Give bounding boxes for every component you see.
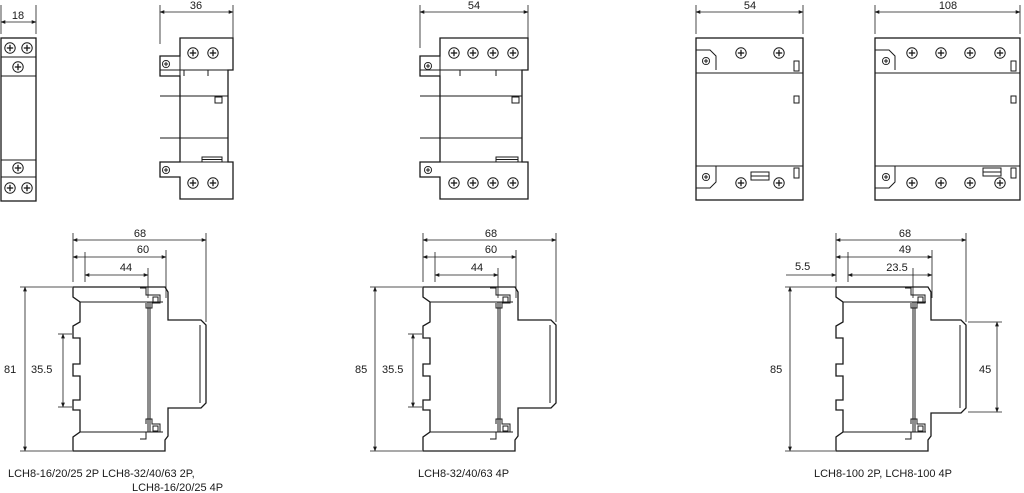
- front-view-36mm: 36: [159, 0, 234, 200]
- dim-45-3: 45: [979, 364, 991, 376]
- dim-68-2: 68: [485, 228, 497, 240]
- front-view-108mm: 108: [874, 0, 1021, 201]
- dim-60-1: 60: [137, 244, 149, 256]
- side-view-1: 68 60 44 81 35.5 LCH8-16/20/25 2P LCH8-3…: [4, 228, 223, 493]
- front-view-54mm-b: 54: [695, 0, 804, 201]
- dim-23-5-3: 23.5: [886, 262, 907, 274]
- dim-35-5-1: 35.5: [31, 364, 52, 376]
- front-view-18mm: 18: [0, 5, 37, 202]
- dim-49-3: 49: [899, 244, 911, 256]
- dim-60-2: 60: [485, 244, 497, 256]
- dim-44-2: 44: [471, 262, 483, 274]
- dim-5-5-3: 5.5: [795, 261, 810, 273]
- caption-side-2: LCH8-32/40/63 4P: [418, 468, 509, 480]
- dim-35-5-2: 35.5: [382, 364, 403, 376]
- dim-81: 81: [4, 364, 16, 376]
- dim-68-3: 68: [899, 228, 911, 240]
- caption-side-1-line1: LCH8-16/20/25 2P LCH8-32/40/63 2P,: [8, 468, 195, 480]
- dim-54-a: 54: [468, 0, 480, 12]
- side-view-2: 68 60 44 85 35.5 LCH8-32/40/63 4P: [355, 228, 557, 480]
- dim-54-b: 54: [744, 0, 756, 12]
- dim-44-1: 44: [120, 262, 132, 274]
- dim-108: 108: [939, 0, 957, 12]
- dim-18: 18: [12, 10, 24, 22]
- front-view-54mm-a: 54: [419, 0, 529, 200]
- dim-68-1: 68: [134, 228, 146, 240]
- caption-side-1-line2: LCH8-16/20/25 4P: [132, 482, 223, 493]
- side-view-3: 68 49 23.5 5.5 85 45 LCH8-100 2P, LCH8-1…: [770, 228, 1002, 480]
- dim-85-3: 85: [770, 364, 782, 376]
- dim-36: 36: [190, 0, 202, 12]
- dim-85-2: 85: [355, 364, 367, 376]
- caption-side-3: LCH8-100 2P, LCH8-100 4P: [814, 468, 952, 480]
